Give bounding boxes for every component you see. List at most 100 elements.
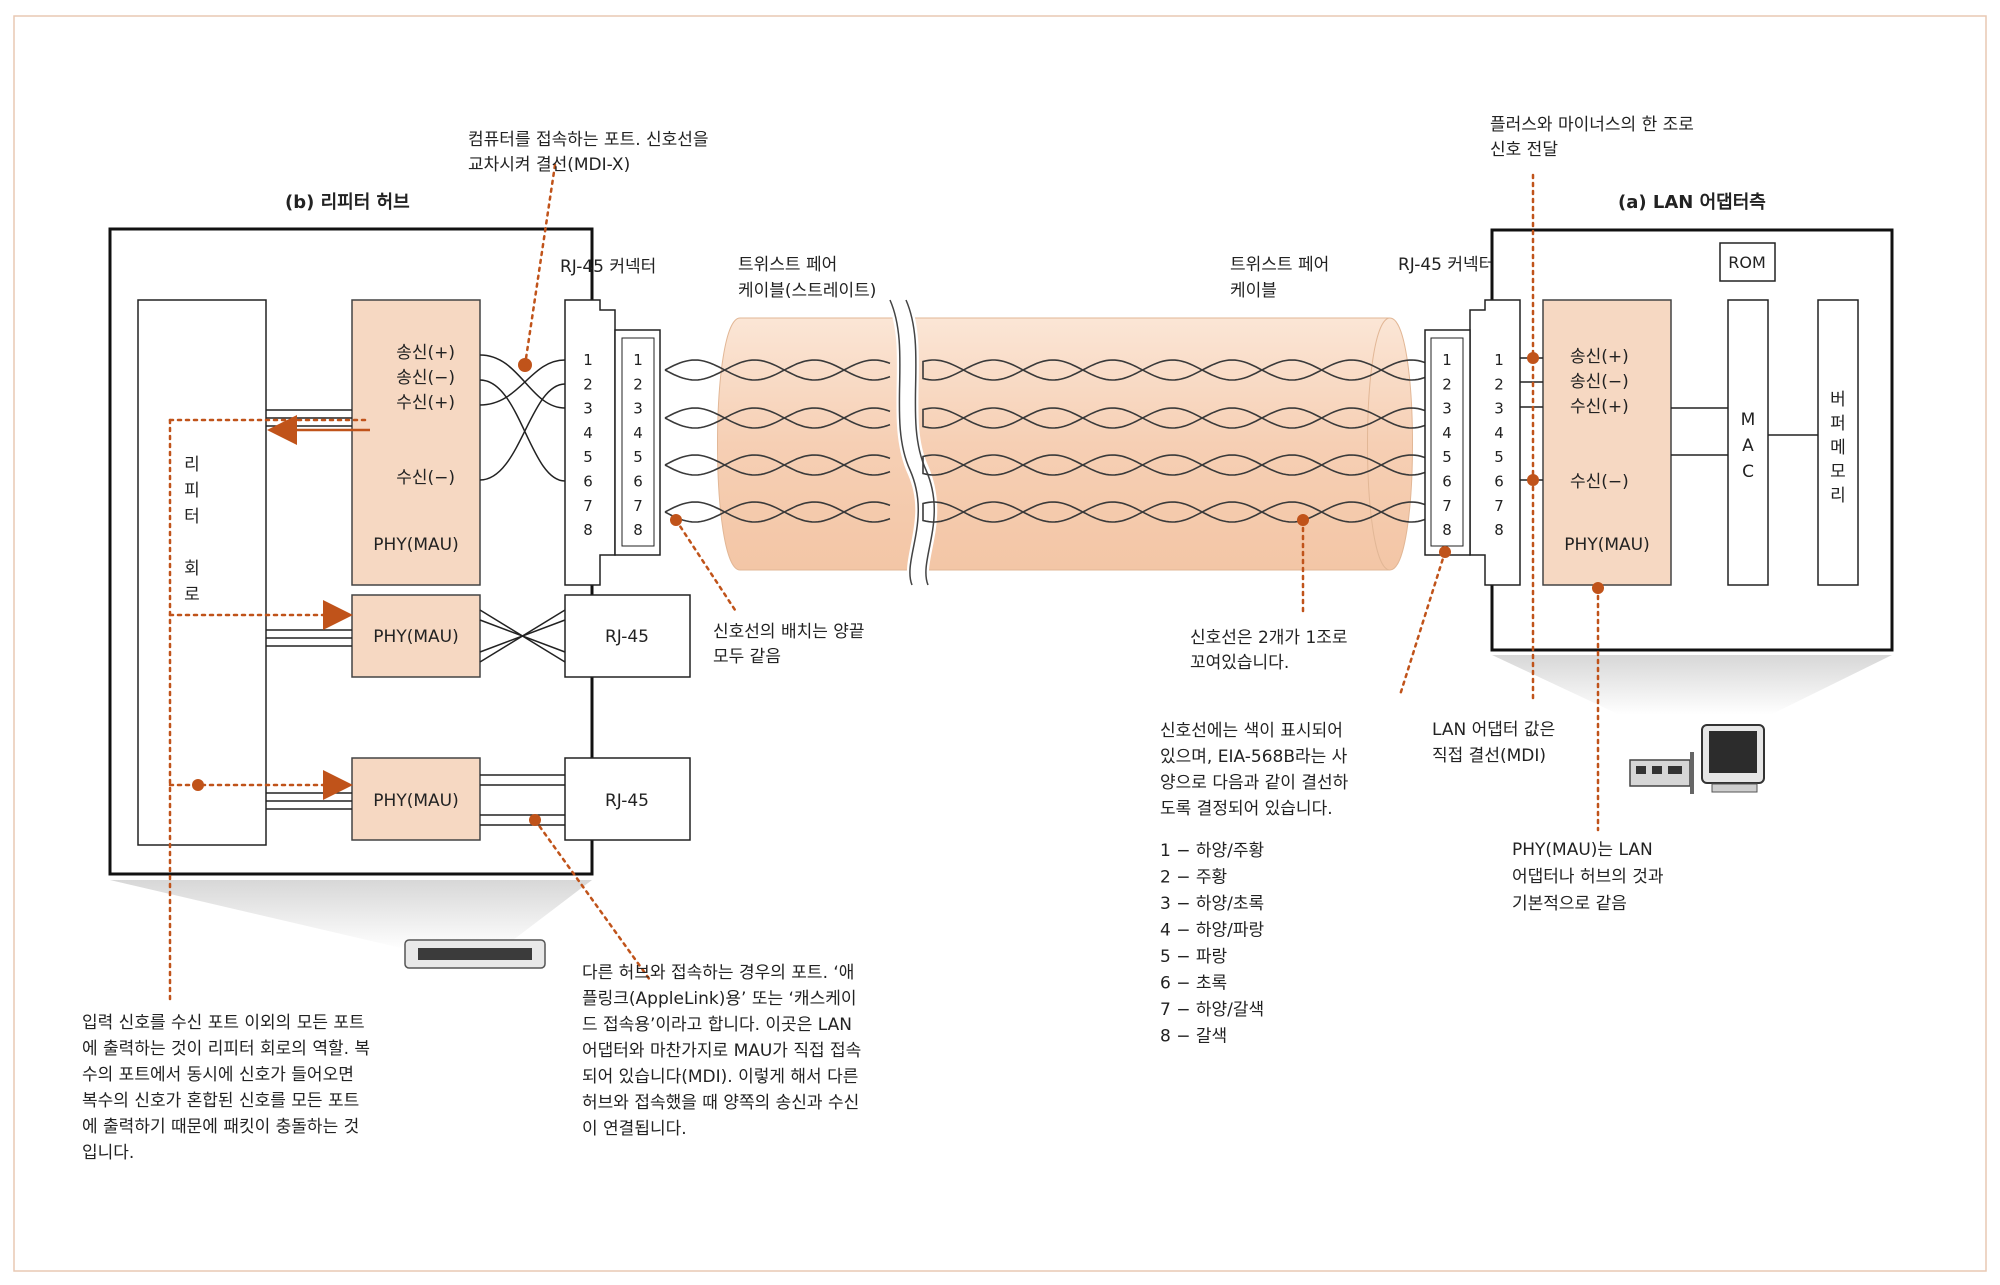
pin-7: 7 — [1494, 497, 1504, 515]
cable-label-left-1: 트위스트 페어 — [738, 255, 837, 275]
twisted-pair-1 — [664, 359, 1431, 381]
hub-phy-uplink-label: PHY(MAU) — [373, 791, 458, 811]
pin-1: 1 — [1494, 351, 1504, 369]
color-list-line: 2 − 주황 — [1160, 868, 1227, 888]
pin-7: 7 — [1442, 497, 1452, 515]
callout-twisted-line: 신호선은 2개가 1조로 — [1190, 628, 1348, 648]
hub-signal-tx-plus: 송신(+) — [396, 343, 455, 363]
leader-color-code — [1398, 550, 1447, 697]
mac-char: C — [1742, 462, 1754, 482]
color-list-line: 3 − 하양/초록 — [1160, 894, 1264, 914]
twisted-pair-cable — [717, 295, 1413, 590]
hub-rj45-connector — [564, 299, 616, 586]
right-title: (a) LAN 어댑터측 — [1618, 192, 1766, 213]
mac-label: MAC — [1741, 410, 1756, 482]
pin-8: 8 — [1442, 521, 1452, 539]
color-list-line: 8 − 갈색 — [1160, 1027, 1227, 1047]
repeater-char: 피 — [184, 481, 200, 501]
callout-uplink-line: 허브와 접속했을 때 양쪽의 송신과 수신 — [582, 1093, 859, 1113]
adapter-shadow — [1492, 655, 1892, 715]
callout-lan-mdi-line: LAN 어댑터 값은 — [1432, 720, 1555, 740]
callout-color-line: 양으로 다음과 같이 결선하 — [1160, 773, 1349, 793]
callout-pin-layout-line: 신호선의 배치는 양끝 — [713, 622, 865, 642]
twisted-pairs — [664, 359, 1431, 523]
repeater-char: 로 — [184, 585, 200, 605]
repeater-dot — [192, 779, 204, 791]
callout-top-left-line: 교차시켜 결선(MDI-X) — [468, 155, 630, 175]
cable-label-right-2: 케이블 — [1230, 281, 1277, 301]
mac-char: A — [1742, 436, 1754, 456]
pin-5: 5 — [1442, 448, 1452, 466]
buffer-char: 퍼 — [1830, 414, 1846, 434]
hub-rj45-port2-label: RJ-45 — [605, 627, 649, 647]
callout-uplink-line: 드 접속용’이라고 합니다. 이곳은 LAN — [582, 1015, 852, 1035]
rom-box — [1719, 242, 1776, 282]
adapter-phy — [1542, 299, 1672, 586]
hub-phy-port2-label: PHY(MAU) — [373, 627, 458, 647]
pin-5: 5 — [633, 448, 643, 466]
callout-lan-mdi-line: 직접 결선(MDI) — [1432, 746, 1546, 766]
pin-8: 8 — [1494, 521, 1504, 539]
buffer-char: 모 — [1830, 462, 1846, 482]
pin-1: 1 — [583, 351, 593, 369]
pin-8: 8 — [633, 521, 643, 539]
adapter-signal-tx-plus: 송신(+) — [1570, 347, 1629, 367]
pin-8: 8 — [583, 521, 593, 539]
twisted-pair-1 — [664, 359, 1431, 381]
callout-top-right-line: 신호 전달 — [1490, 140, 1558, 160]
color-code-list: 1 − 하양/주황2 − 주황3 − 하양/초록4 − 하양/파랑5 − 파랑6… — [1160, 841, 1265, 1047]
pin-4: 4 — [633, 424, 643, 442]
mac-box — [1727, 299, 1769, 586]
callout-repeater-role-line: 복수의 신호가 혼합된 신호를 모든 포트 — [82, 1091, 359, 1111]
hub-phy-uplink — [351, 757, 481, 841]
repeater-char: 터 — [184, 507, 200, 527]
hub-signal-tx-minus: 송신(−) — [396, 368, 455, 388]
leader-pin-layout — [674, 518, 737, 612]
pin-7: 7 — [583, 497, 593, 515]
hub-phy-main-label: PHY(MAU) — [373, 535, 458, 555]
leader-uplink — [533, 818, 652, 982]
hub-signal-rx-minus: 수신(−) — [396, 468, 455, 488]
pin-5: 5 — [583, 448, 593, 466]
color-list-line: 6 − 초록 — [1160, 974, 1227, 994]
pin-2: 2 — [583, 375, 593, 393]
left-title: (b) 리피터 허브 — [285, 192, 410, 213]
buffer-char: 리 — [1830, 486, 1846, 506]
pin-2: 2 — [1494, 375, 1504, 393]
twisted-pair-3 — [664, 454, 1431, 476]
cable-label-left-2: 케이블(스트레이트) — [738, 281, 876, 301]
callout-repeater-role-line: 수의 포트에서 동시에 신호가 들어오면 — [82, 1065, 354, 1085]
color-list-line: 4 − 하양/파랑 — [1160, 921, 1265, 941]
pin-4: 4 — [583, 424, 593, 442]
adapter-signal-tx-minus: 송신(−) — [1570, 372, 1629, 392]
pin-1: 1 — [633, 351, 643, 369]
pin-5: 5 — [1494, 448, 1504, 466]
color-list-line: 5 − 파랑 — [1160, 947, 1228, 967]
callout-top-left-line: 컴퓨터를 접속하는 포트. 신호선을 — [468, 130, 709, 150]
twisted-pair-4 — [664, 501, 1431, 523]
rom-label: ROM — [1728, 253, 1766, 272]
repeater-circuit-box — [137, 299, 267, 846]
callout-twisted-line: 꼬여있습니다. — [1190, 653, 1289, 673]
hub-device-icon — [404, 939, 546, 969]
buffer-char: 메 — [1830, 438, 1846, 458]
callout-color-line: 있으며, EIA-568B라는 사 — [1160, 747, 1348, 767]
hub-rj45-uplink — [564, 757, 691, 841]
callout-uplink-line: 이 연결됩니다. — [582, 1119, 687, 1139]
twisted-pair-3 — [664, 454, 1431, 476]
pin-6: 6 — [633, 473, 643, 491]
pin-6: 6 — [1442, 473, 1452, 491]
twisted-pair-2 — [664, 407, 1431, 429]
